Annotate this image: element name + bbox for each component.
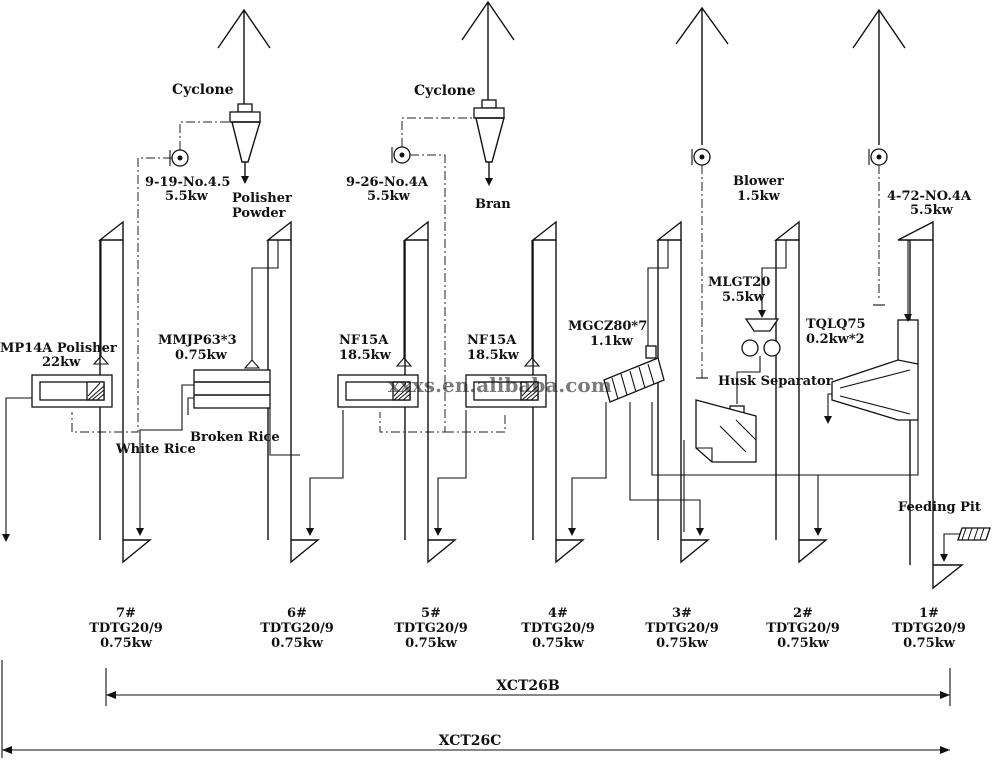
fan-2: 9-26-No.4A 5.5kw	[346, 146, 429, 204]
mmjp63-grader: MMJP63*3 0.75kw	[158, 333, 271, 409]
mmjp-model: MMJP63*3	[158, 333, 237, 348]
mgcz-power: 1.1kw	[590, 334, 634, 349]
nf15a-1-model: NF15A	[339, 333, 389, 348]
elevator-5-num: 5#	[421, 606, 441, 621]
elevator-2-model: TDTG20/9	[766, 621, 840, 636]
elevator-4-num: 4#	[548, 606, 568, 621]
fan-4	[868, 148, 888, 166]
polisher-powder-label-1: Polisher	[232, 191, 292, 206]
fan-1-power: 5.5kw	[165, 189, 209, 204]
bran-label: Bran	[475, 197, 511, 212]
cyclone-left-label: Cyclone	[172, 82, 234, 98]
xct26b-span: XCT26B	[105, 668, 951, 706]
broken-rice-label: Broken Rice	[190, 430, 280, 445]
fan-2-model: 9-26-No.4A	[346, 175, 429, 190]
husk-separator-label: Husk Separator	[718, 374, 833, 389]
blower-label: Blower	[733, 174, 784, 189]
xct26b-label: XCT26B	[496, 678, 560, 694]
watermark: xxxs.en.alibaba.com	[388, 373, 612, 397]
cyclone-mid-label: Cyclone	[414, 83, 476, 99]
xct26c-label: XCT26C	[439, 733, 502, 749]
elevator-3	[655, 220, 710, 564]
elevator-1-power: 0.75kw	[903, 636, 956, 651]
elevator-7-num: 7#	[116, 606, 136, 621]
fan-1: 9-19-No.4.5 5.5kw	[145, 149, 230, 204]
elevator-3-power: 0.75kw	[656, 636, 709, 651]
feeding-pit-label: Feeding Pit	[898, 500, 981, 515]
cyclone-left: Cyclone	[172, 82, 261, 184]
exhaust-arrow-4	[852, 8, 906, 145]
blower-power-label: 1.5kw	[737, 189, 781, 204]
elevator-1-model: TDTG20/9	[892, 621, 966, 636]
mlgt20-husker: MLGT20 5.5kw	[708, 275, 781, 357]
fan-4-model: 4-72-NO.4A	[887, 189, 972, 204]
mgcz80-paddy-separator: MGCZ80*7 1.1kw	[568, 319, 665, 403]
tqlq-power: 0.2kw*2	[806, 332, 865, 347]
elevator-6-model: TDTG20/9	[260, 621, 334, 636]
elevator-5-model: TDTG20/9	[394, 621, 468, 636]
elevator-6-power: 0.75kw	[271, 636, 324, 651]
tqlq75-cleaner: TQLQ75 0.2kw*2	[806, 317, 919, 421]
elevator-2-num: 2#	[793, 606, 813, 621]
air-ducts	[71, 117, 885, 433]
xct26c-span: XCT26C	[1, 660, 950, 758]
elevator-4-power: 0.75kw	[532, 636, 585, 651]
fan-2-power: 5.5kw	[367, 189, 411, 204]
elevator-3-model: TDTG20/9	[645, 621, 719, 636]
elevator-6-num: 6#	[287, 606, 307, 621]
nf15a-1-power: 18.5kw	[339, 348, 392, 363]
mmjp-power: 0.75kw	[175, 348, 228, 363]
mlgt-power: 5.5kw	[722, 290, 766, 305]
mlgt-model: MLGT20	[708, 275, 770, 290]
fan-1-model: 9-19-No.4.5	[145, 175, 230, 190]
elevator-labels: 7# TDTG20/9 0.75kw 6# TDTG20/9 0.75kw 5#…	[89, 606, 966, 651]
fan-3	[691, 148, 711, 166]
tqlq-model: TQLQ75	[806, 317, 866, 332]
cyclone-mid: Cyclone	[414, 83, 505, 186]
elevator-4-model: TDTG20/9	[521, 621, 595, 636]
exhaust-arrow-3	[675, 6, 729, 145]
husk-separator: Husk Separator	[695, 374, 833, 463]
nf15a-whitener-1: NF15A 18.5kw	[337, 333, 419, 408]
white-rice-label: White Rice	[115, 442, 196, 457]
exhaust-arrows	[217, 0, 906, 145]
mp14a-model: MP14A Polisher	[0, 341, 117, 356]
feeding-pit: Feeding Pit	[898, 500, 991, 562]
polisher-powder-label-2: Powder	[232, 206, 286, 221]
elevator-2	[773, 220, 828, 564]
exhaust-arrow-2	[461, 0, 515, 102]
elevator-1-num: 1#	[919, 606, 939, 621]
nf15a-whitener-2: NF15A 18.5kw	[465, 333, 547, 408]
elevator-7-model: TDTG20/9	[89, 621, 163, 636]
mp14a-polisher: MP14A Polisher 22kw	[0, 341, 117, 408]
elevator-5-power: 0.75kw	[405, 636, 458, 651]
mgcz-model: MGCZ80*7	[568, 319, 647, 334]
elevator-6	[265, 220, 320, 564]
nf15a-2-model: NF15A	[467, 333, 517, 348]
elevator-7-power: 0.75kw	[100, 636, 153, 651]
fan-4-power: 5.5kw	[910, 203, 954, 218]
material-flow-lines	[2, 240, 919, 542]
mp14a-power: 22kw	[42, 355, 81, 370]
elevator-3-num: 3#	[672, 606, 692, 621]
elevator-2-power: 0.75kw	[777, 636, 830, 651]
nf15a-2-power: 18.5kw	[467, 348, 520, 363]
exhaust-arrow-1	[217, 8, 271, 108]
